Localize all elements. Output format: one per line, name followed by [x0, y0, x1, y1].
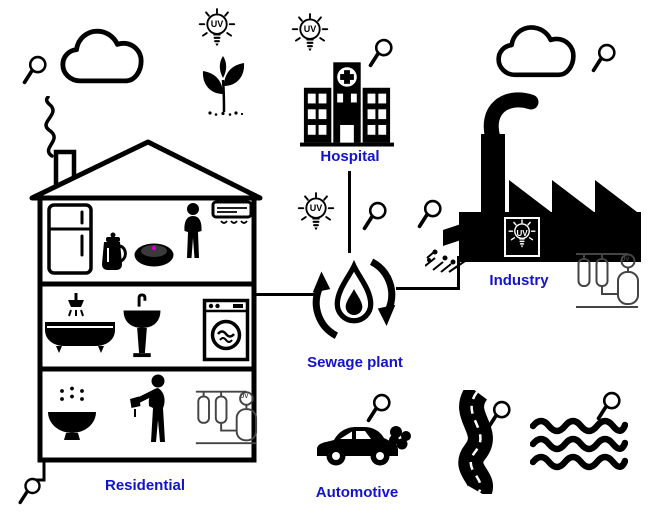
water-filter-icon: UV — [192, 384, 260, 448]
uv-label: UV — [303, 24, 317, 34]
cloud-icon — [494, 14, 578, 92]
magnifier-icon — [366, 36, 394, 70]
magnifier-icon — [589, 40, 617, 76]
residential-label: Residential — [104, 477, 186, 494]
water-filter-icon: UV — [572, 247, 642, 311]
sewage-recycle-icon — [310, 246, 398, 348]
air-conditioner-icon — [211, 200, 253, 228]
magnifier-icon — [484, 397, 512, 433]
car-icon — [314, 418, 414, 470]
sewage-plant-label: Sewage plant — [307, 354, 403, 371]
magnifier-icon — [20, 53, 48, 87]
connector-hospital-sewage — [348, 171, 351, 253]
bathtub-shower-icon — [42, 290, 118, 358]
uv-lamp-icon: UV — [297, 192, 335, 240]
seedling-icon — [196, 52, 252, 116]
connector-industry-sewage-h — [396, 287, 460, 290]
smoke-icon — [36, 96, 70, 158]
waves-icon — [530, 414, 628, 472]
uv-label: UV — [621, 257, 630, 263]
connector-residential-sewage — [256, 293, 316, 296]
magnifier-icon — [16, 474, 42, 508]
industry-label: Industry — [489, 272, 549, 289]
sink-icon — [121, 293, 163, 359]
automotive-label: Automotive — [315, 484, 399, 501]
connector-industry-sewage-v — [457, 256, 460, 288]
uv-label: UV — [516, 229, 528, 238]
hospital-label: Hospital — [320, 148, 380, 165]
uv-label: UV — [240, 394, 249, 400]
washing-machine-icon — [202, 298, 250, 362]
uv-lamp-icon: UV — [198, 8, 236, 56]
robot-vacuum-icon — [133, 240, 175, 268]
refrigerator-icon — [46, 203, 94, 275]
magnifier-icon — [360, 198, 388, 234]
cloud-icon — [58, 20, 146, 96]
uv-box-icon: UV — [504, 217, 540, 257]
uv-lamp-icon: UV — [291, 13, 329, 61]
person-drinking-icon — [128, 372, 176, 446]
uv-label: UV — [210, 19, 224, 29]
kettle-icon — [99, 228, 127, 274]
uv-label: UV — [309, 203, 323, 213]
person-icon — [180, 202, 206, 262]
magnifier-icon — [594, 388, 622, 424]
road-icon — [443, 390, 501, 494]
hospital-building-icon — [300, 52, 394, 149]
steaming-bowl-icon — [46, 386, 98, 448]
